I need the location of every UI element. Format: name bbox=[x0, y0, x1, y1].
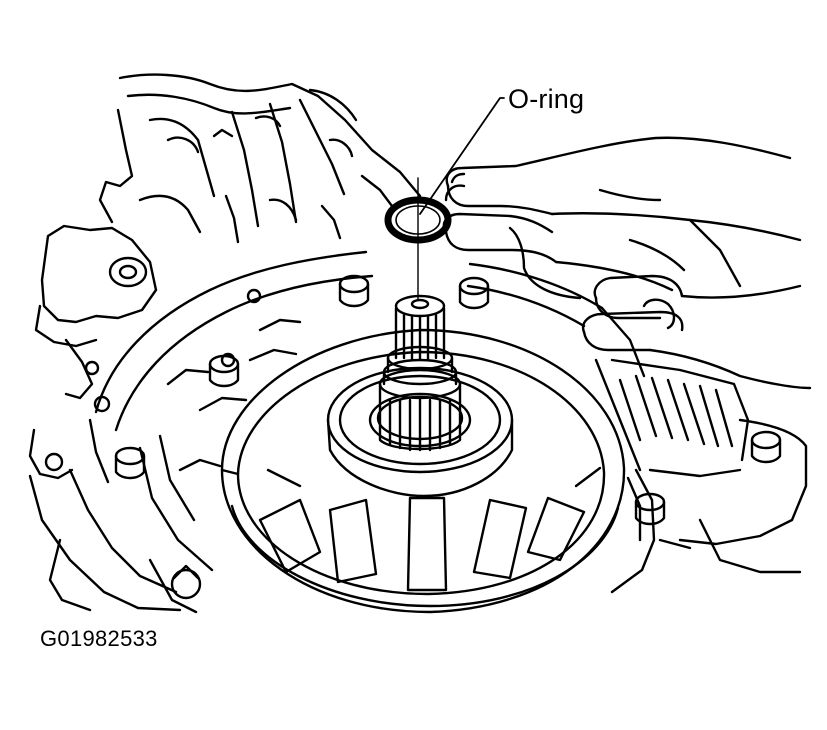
bolt bbox=[634, 492, 666, 526]
bolt bbox=[458, 276, 490, 310]
pump-outer-rim bbox=[220, 328, 626, 614]
bolt bbox=[750, 430, 782, 464]
case-flange bbox=[94, 250, 656, 594]
figure-code: G01982533 bbox=[40, 626, 158, 651]
callout-leader-line bbox=[419, 97, 505, 215]
upper-casing bbox=[98, 73, 422, 244]
pump-inner-rim bbox=[236, 350, 606, 596]
hand bbox=[442, 136, 812, 390]
oil-pump bbox=[220, 328, 626, 614]
pump-ribs bbox=[258, 466, 602, 592]
bolts bbox=[114, 274, 782, 526]
o-ring-callout-label: O-ring bbox=[508, 84, 585, 114]
pump-hub-inner bbox=[338, 374, 502, 466]
bolt bbox=[114, 446, 146, 480]
bolt bbox=[338, 274, 370, 308]
left-casing bbox=[28, 224, 202, 614]
bolt bbox=[208, 354, 240, 388]
right-casing bbox=[594, 358, 808, 574]
input-shaft bbox=[378, 294, 462, 452]
